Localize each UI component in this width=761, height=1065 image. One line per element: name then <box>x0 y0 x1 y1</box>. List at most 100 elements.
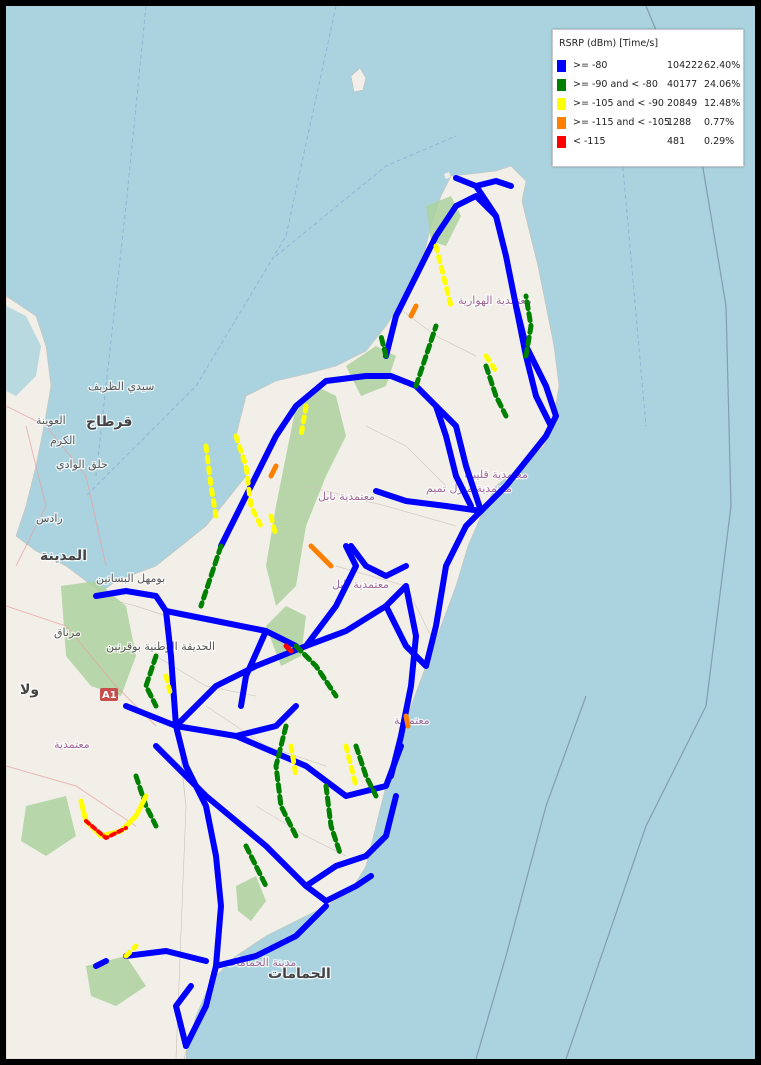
label-park: الحديقة الوطنية بوقرنين <box>106 640 215 653</box>
label-carthage: قرطاج <box>86 414 132 430</box>
coverage-track <box>408 303 419 319</box>
coverage-track <box>283 643 294 654</box>
label-nabeul-mid: معتمدية نابل <box>332 578 389 591</box>
forests <box>21 196 461 1006</box>
label-sidi-bou-said: سيدي الظريف <box>88 380 154 393</box>
road-shield-label: A1 <box>102 690 117 701</box>
label-boumhel: بومهل البساتين <box>96 572 165 585</box>
label-kram: الكرم <box>50 434 75 447</box>
coverage-tracks[interactable] <box>78 175 559 1049</box>
legend-swatch <box>557 117 566 129</box>
coverage-track <box>163 673 174 699</box>
label-halq: حلق الوادي <box>56 458 108 472</box>
coverage-track <box>84 819 128 840</box>
coverage-track <box>233 703 299 739</box>
forest-area <box>61 581 136 696</box>
coverage-track <box>293 643 339 699</box>
background-roads <box>6 405 157 827</box>
coverage-track <box>308 543 334 569</box>
tunis-lagoon <box>6 306 41 396</box>
coverage-track <box>303 793 399 889</box>
coverage-track <box>123 948 209 964</box>
road-shield-bg <box>100 688 118 701</box>
label-hammamet-city: الحمامات <box>268 966 331 982</box>
coverage-track <box>238 628 269 709</box>
label-korba: معتمدية <box>394 714 430 727</box>
coverage-track <box>323 783 344 859</box>
maritime-boundaries <box>85 6 647 497</box>
coverage-track <box>523 293 534 359</box>
road <box>6 405 107 567</box>
boundary-line <box>620 145 647 427</box>
coverage-track <box>173 983 194 1049</box>
road <box>255 805 347 857</box>
legend-swatch <box>557 98 566 110</box>
coverage-track <box>433 243 454 309</box>
legend-count: 481 <box>667 136 686 147</box>
coverage-track <box>233 433 264 529</box>
coverage-track <box>273 723 299 839</box>
coverage-track <box>198 543 224 609</box>
label-ouina: العوينة <box>36 414 66 427</box>
legend-count: 104222 <box>667 60 704 71</box>
zembra-island <box>350 67 367 93</box>
road <box>6 605 157 727</box>
coverage-track <box>453 175 554 429</box>
coverage-track <box>133 773 159 829</box>
boundary-line <box>95 6 147 477</box>
legend-swatch <box>557 79 566 91</box>
coverage-track <box>478 423 554 514</box>
coverage-track <box>388 583 419 779</box>
coverage-track <box>378 333 389 359</box>
forest-area <box>266 386 346 606</box>
map-canvas[interactable]: A1 سيدي الظريف قرطاج العوينة الكرم حلق ا… <box>6 6 755 1059</box>
coverage-track <box>268 463 279 479</box>
coverage-track <box>433 403 474 509</box>
legend-percent: 12.48% <box>704 98 741 109</box>
legend-label: >= -115 and < -105 <box>573 117 670 128</box>
forest-area <box>86 956 146 1006</box>
legend-swatch <box>557 136 566 148</box>
label-wa: ولا <box>20 682 39 698</box>
legend-count: 20849 <box>667 98 698 109</box>
legend-label: >= -90 and < -80 <box>573 79 658 90</box>
coverage-track <box>143 653 159 709</box>
road <box>15 425 47 567</box>
road <box>6 765 137 827</box>
coverage-track <box>513 303 559 429</box>
coverage-track <box>288 743 299 779</box>
label-menzel: معتمدية منزل تميم <box>426 482 512 495</box>
coverage-track <box>343 743 359 789</box>
label-mornag: مرناق <box>54 626 81 639</box>
coverage-track <box>413 323 439 389</box>
coverage-track <box>123 943 139 959</box>
label-motamadiya-left: معتمدية <box>54 738 90 751</box>
legend-count: 1288 <box>667 117 692 128</box>
label-medina: المدينة <box>40 548 87 564</box>
coverage-track <box>383 508 484 669</box>
coverage-track <box>473 178 514 189</box>
coverage-track <box>243 843 269 889</box>
legend-count: 40177 <box>667 79 698 90</box>
legend-percent: 0.77% <box>704 117 735 128</box>
coverage-track <box>353 743 379 799</box>
depth-contour <box>475 695 587 1059</box>
label-rades: رادس <box>36 512 63 525</box>
coverage-track <box>483 353 499 374</box>
boundary-line <box>275 135 457 257</box>
map-frame[interactable]: A1 سيدي الظريف قرطاج العوينة الكرم حلق ا… <box>6 6 755 1059</box>
legend-percent: 62.40% <box>704 60 741 71</box>
forest-area <box>236 876 266 921</box>
road-shield-a1: A1 <box>100 688 118 701</box>
legend-swatch <box>557 60 566 72</box>
coverage-track <box>303 543 359 649</box>
coverage-track <box>373 488 484 514</box>
forest-area <box>21 796 76 856</box>
label-hawaria: معتمدية الهوارية <box>458 294 532 307</box>
coverage-track <box>218 373 369 549</box>
